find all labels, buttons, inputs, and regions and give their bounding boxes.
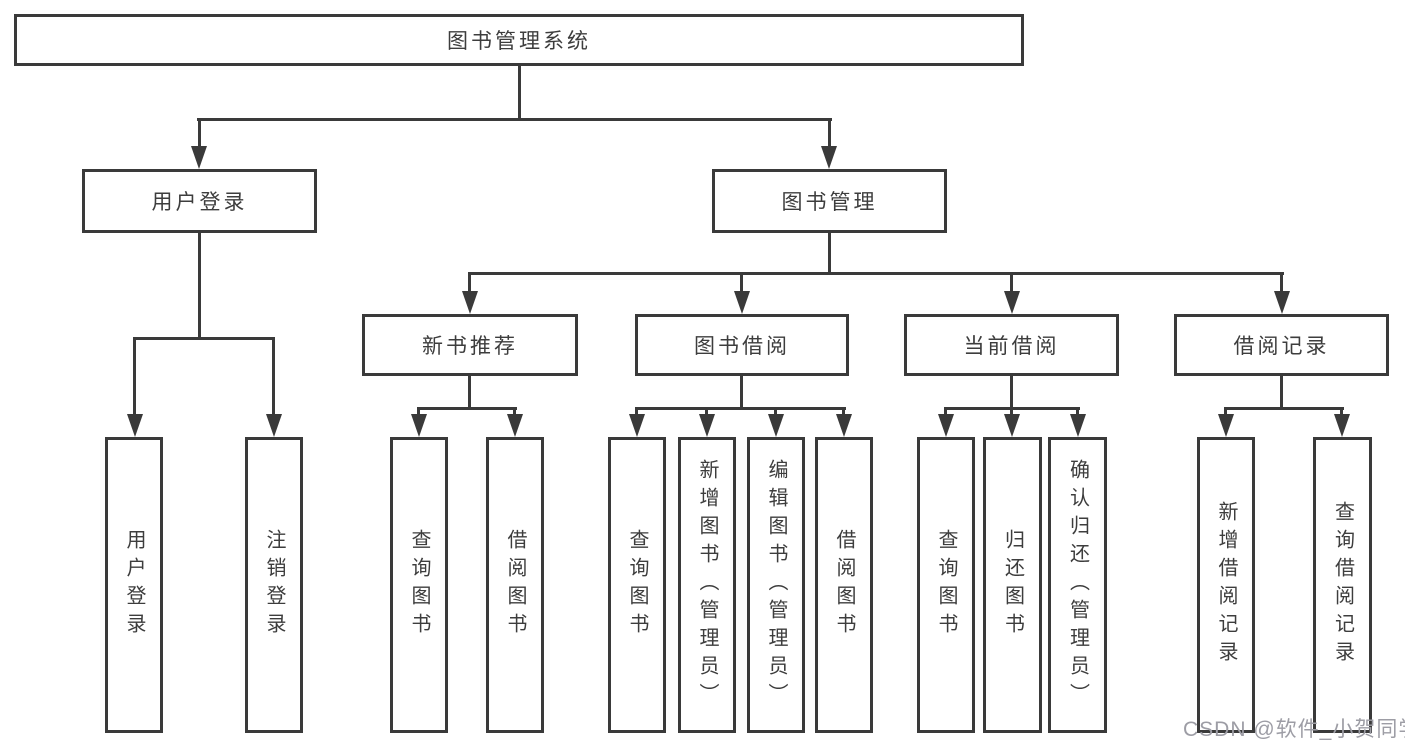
connector-line	[1224, 407, 1344, 410]
node-current-borrowing: 当前借阅	[904, 314, 1119, 376]
leaf-borrowing-edit-books-admin-label: 编辑图书（管理员）	[765, 459, 787, 711]
leaf-borrowing-borrow-books: 借阅图书	[815, 437, 873, 733]
connector-line	[842, 407, 845, 419]
node-user-login: 用户登录	[82, 169, 317, 233]
node-root-library-system: 图书管理系统	[14, 14, 1024, 66]
leaf-newbook-query-books-label: 查询图书	[408, 529, 430, 641]
arrow-down-icon	[629, 414, 645, 437]
arrow-down-icon	[1334, 414, 1350, 437]
leaf-borrowing-add-books-admin-label: 新增图书（管理员）	[696, 459, 718, 711]
arrow-down-icon	[127, 414, 143, 437]
leaf-borrowing-add-books-admin: 新增图书（管理员）	[678, 437, 736, 733]
connector-line	[740, 376, 743, 410]
csdn-watermark: CSDN @软件_小贺同学	[1183, 718, 1405, 741]
node-book-management: 图书管理	[712, 169, 947, 233]
leaf-borrowing-query-books: 查询图书	[608, 437, 666, 733]
node-new-book-recommend: 新书推荐	[362, 314, 578, 376]
connector-line	[944, 407, 947, 419]
connector-line	[1280, 272, 1283, 296]
leaf-current-query-books: 查询图书	[917, 437, 975, 733]
arrow-down-icon	[821, 146, 837, 169]
leaf-newbook-borrow-books-label: 借阅图书	[504, 529, 526, 641]
connector-line	[197, 118, 832, 121]
connector-line	[1076, 407, 1079, 419]
connector-line	[635, 407, 846, 410]
connector-line	[635, 407, 638, 419]
connector-line	[133, 337, 136, 417]
arrow-down-icon	[1004, 414, 1020, 437]
arrow-down-icon	[938, 414, 954, 437]
leaf-records-query-record-label: 查询借阅记录	[1331, 501, 1354, 669]
arrow-down-icon	[1274, 291, 1290, 314]
leaf-records-query-record: 查询借阅记录	[1313, 437, 1372, 733]
leaf-current-query-books-label: 查询图书	[935, 529, 957, 641]
leaf-current-return-books: 归还图书	[983, 437, 1042, 733]
connector-line	[513, 407, 516, 419]
connector-line	[828, 118, 831, 150]
connector-line	[740, 272, 743, 296]
connector-line	[774, 407, 777, 419]
leaf-user-login-label: 用户登录	[123, 529, 145, 641]
arrow-down-icon	[266, 414, 282, 437]
leaf-current-confirm-return-admin: 确认归还（管理员）	[1048, 437, 1107, 733]
node-borrowing-records: 借阅记录	[1174, 314, 1389, 376]
connector-line	[705, 407, 708, 419]
leaf-logout-label: 注销登录	[263, 529, 285, 641]
leaf-records-add-record: 新增借阅记录	[1197, 437, 1255, 733]
arrow-down-icon	[1004, 291, 1020, 314]
node-book-borrowing: 图书借阅	[635, 314, 849, 376]
arrow-down-icon	[191, 146, 207, 169]
arrow-down-icon	[836, 414, 852, 437]
node-borrowing-records-label: 借阅记录	[1233, 335, 1330, 358]
connector-line	[1010, 407, 1013, 419]
leaf-logout: 注销登录	[245, 437, 303, 733]
leaf-borrowing-borrow-books-label: 借阅图书	[833, 529, 855, 641]
leaf-newbook-borrow-books: 借阅图书	[486, 437, 544, 733]
connector-line	[1010, 272, 1013, 296]
connector-line	[468, 272, 1284, 275]
arrow-down-icon	[1218, 414, 1234, 437]
arrow-down-icon	[462, 291, 478, 314]
arrow-down-icon	[507, 414, 523, 437]
leaf-newbook-query-books: 查询图书	[390, 437, 448, 733]
arrow-down-icon	[734, 291, 750, 314]
leaf-borrowing-edit-books-admin: 编辑图书（管理员）	[747, 437, 805, 733]
connector-line	[1224, 407, 1227, 419]
leaf-current-return-books-label: 归还图书	[1001, 529, 1024, 641]
node-book-borrowing-label: 图书借阅	[694, 335, 790, 358]
arrow-down-icon	[768, 414, 784, 437]
arrow-down-icon	[699, 414, 715, 437]
leaf-records-add-record-label: 新增借阅记录	[1215, 501, 1237, 669]
leaf-current-confirm-return-admin-label: 确认归还（管理员）	[1066, 459, 1089, 711]
connector-line	[828, 233, 831, 275]
node-new-book-recommend-label: 新书推荐	[422, 335, 518, 358]
node-book-management-label: 图书管理	[781, 191, 878, 214]
arrow-down-icon	[411, 414, 427, 437]
connector-line	[417, 407, 420, 419]
node-current-borrowing-label: 当前借阅	[963, 335, 1060, 358]
connector-line	[1340, 407, 1343, 419]
node-root-label: 图书管理系统	[447, 30, 591, 53]
connector-line	[133, 337, 275, 340]
arrow-down-icon	[1070, 414, 1086, 437]
connector-line	[198, 233, 201, 340]
leaf-borrowing-query-books-label: 查询图书	[626, 529, 648, 641]
connector-line	[518, 66, 521, 121]
connector-line	[417, 407, 517, 410]
connector-line	[272, 337, 275, 417]
node-user-login-label: 用户登录	[151, 191, 248, 214]
connector-line	[468, 376, 471, 410]
leaf-user-login: 用户登录	[105, 437, 163, 733]
connector-line	[468, 272, 471, 296]
connector-line	[1010, 376, 1013, 410]
connector-line	[1280, 376, 1283, 410]
connector-line	[198, 118, 201, 150]
